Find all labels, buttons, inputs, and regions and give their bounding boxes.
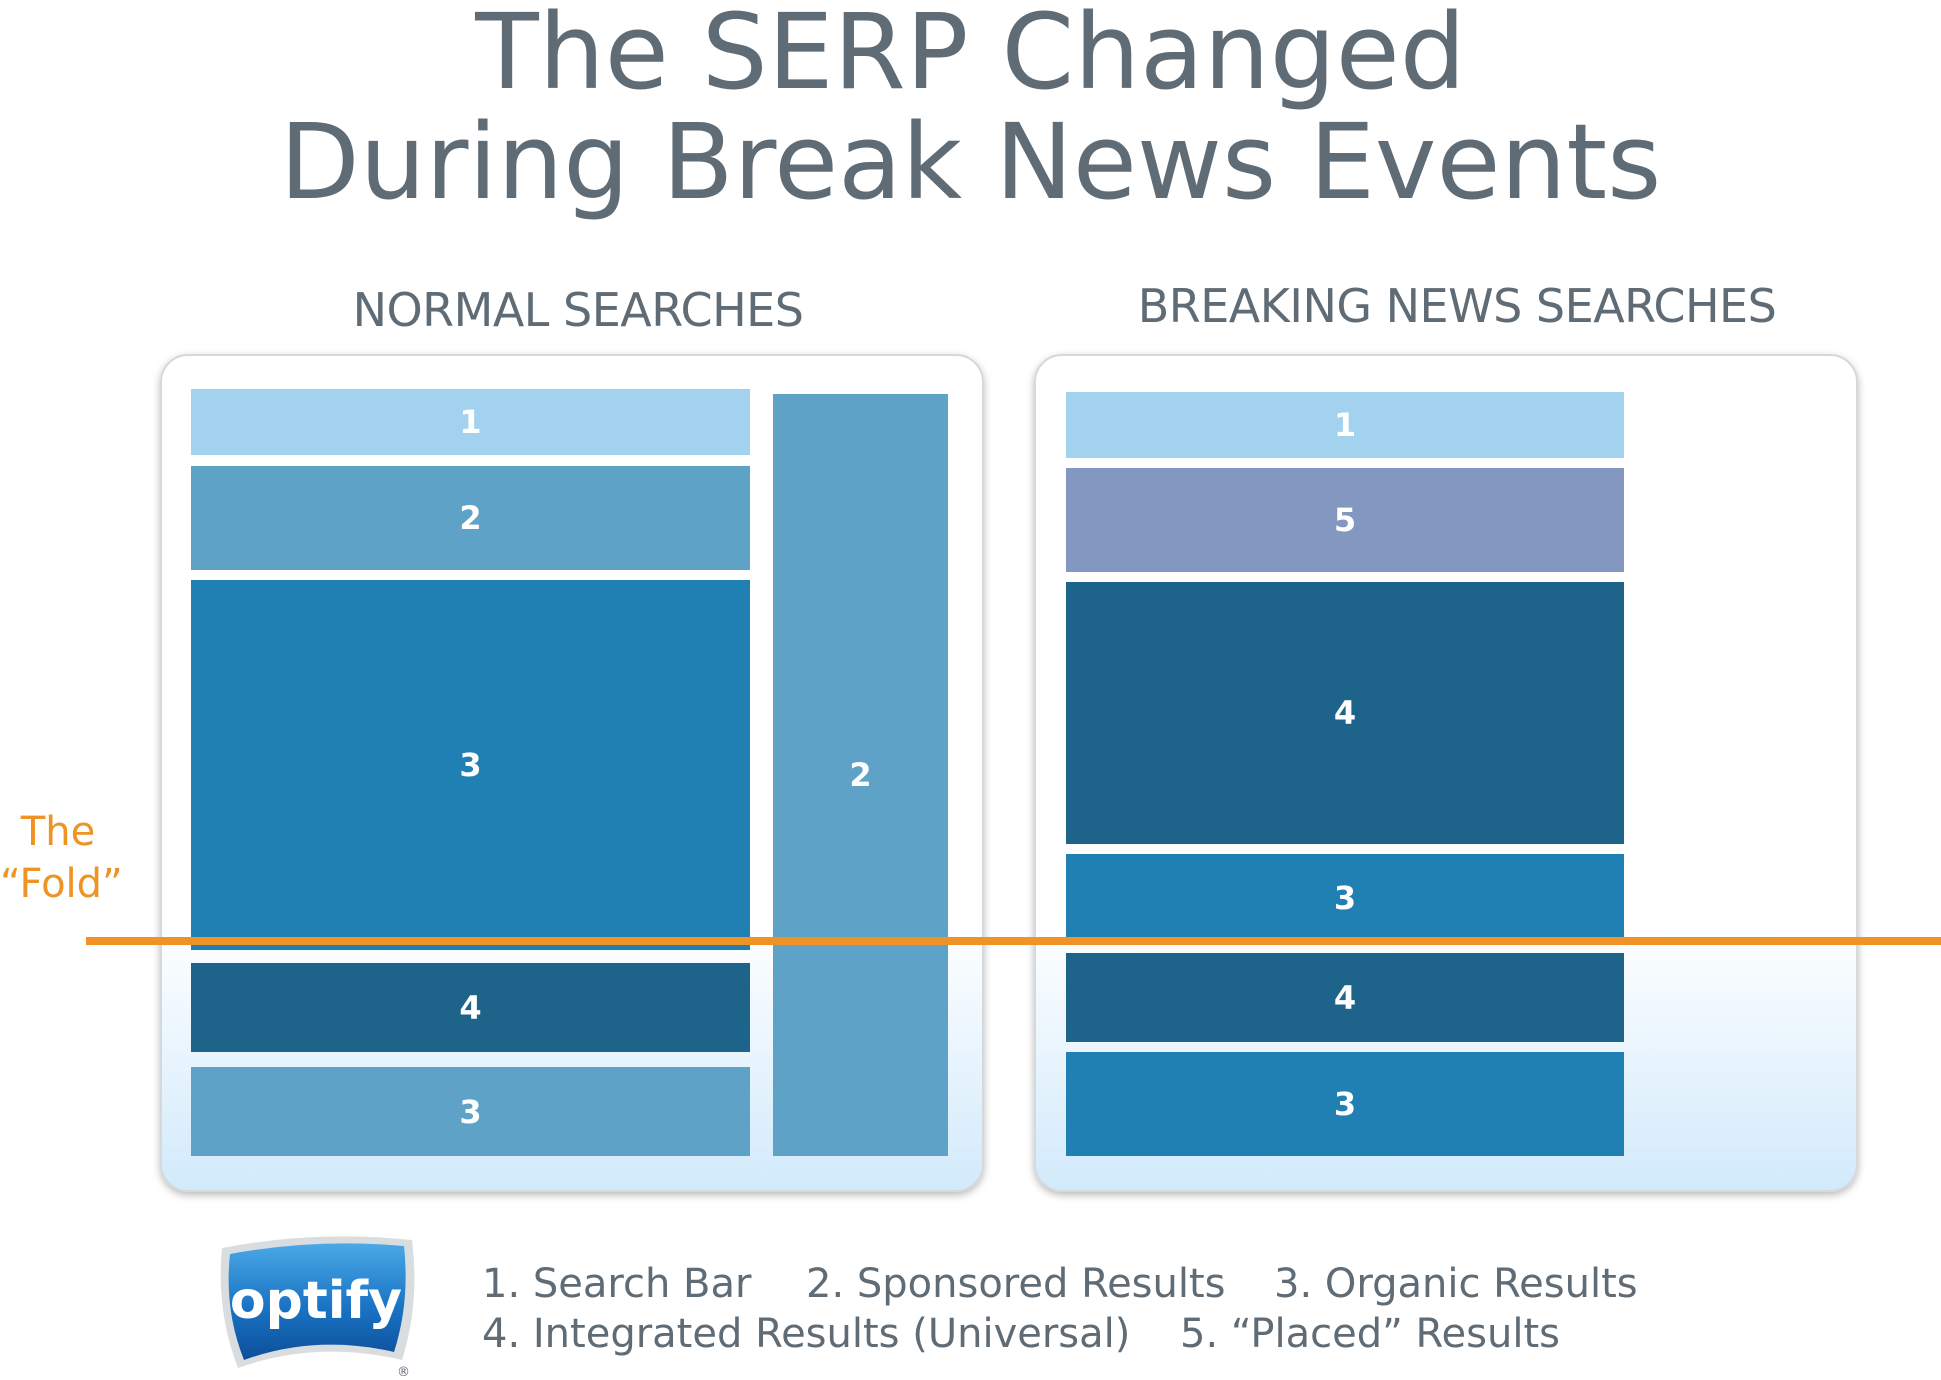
logo-text: optify xyxy=(230,1271,402,1331)
title-line-1: The SERP Changed xyxy=(475,0,1466,113)
block-label: 3 xyxy=(1333,1085,1357,1123)
fold-label-line-2: “Fold” xyxy=(0,861,123,907)
breaking-block-organic-lower: 3 xyxy=(1066,1052,1624,1156)
normal-block-organic-lower: 3 xyxy=(191,1067,750,1156)
normal-block-organic: 3 xyxy=(191,580,750,950)
block-label: 2 xyxy=(849,756,872,794)
breaking-block-search-bar: 1 xyxy=(1066,392,1624,458)
legend-item-organic: 3. Organic Results xyxy=(1274,1261,1638,1307)
breaking-news-searches-heading: BREAKING NEWS SEARCHES xyxy=(1137,279,1777,333)
registered-mark: ® xyxy=(397,1365,410,1380)
fold-line xyxy=(86,937,1941,945)
block-label: 1 xyxy=(1333,406,1357,444)
normal-block-sponsored-sidebar: 2 xyxy=(773,394,948,1156)
title-line-2: During Break News Events xyxy=(279,101,1662,223)
normal-block-integrated: 4 xyxy=(191,963,750,1052)
block-label: 1 xyxy=(459,403,482,441)
fold-label: The “Fold” xyxy=(0,806,123,910)
normal-block-sponsored: 2 xyxy=(191,466,750,570)
legend-item-placed: 5. “Placed” Results xyxy=(1180,1311,1560,1357)
normal-block-search-bar: 1 xyxy=(191,389,750,455)
block-label: 3 xyxy=(459,746,482,784)
optify-logo: optify ® xyxy=(220,1236,415,1380)
block-label: 5 xyxy=(1333,501,1357,539)
normal-searches-heading: NORMAL SEARCHES xyxy=(352,283,804,337)
block-label: 4 xyxy=(1333,694,1357,732)
block-label: 4 xyxy=(1333,978,1357,1017)
legend-item-sponsored: 2. Sponsored Results xyxy=(806,1261,1226,1307)
breaking-block-integrated: 4 xyxy=(1066,582,1624,844)
legend-item-search-bar: 1. Search Bar xyxy=(482,1261,752,1307)
block-label: 3 xyxy=(459,1092,482,1131)
breaking-block-organic: 3 xyxy=(1066,854,1624,942)
block-label: 4 xyxy=(459,988,482,1027)
breaking-block-integrated-lower: 4 xyxy=(1066,953,1624,1042)
legend-item-integrated: 4. Integrated Results (Universal) xyxy=(482,1311,1131,1357)
breaking-block-placed: 5 xyxy=(1066,468,1624,572)
block-label: 2 xyxy=(459,499,482,537)
fold-label-line-1: The xyxy=(20,809,96,855)
block-label: 3 xyxy=(1333,879,1357,917)
